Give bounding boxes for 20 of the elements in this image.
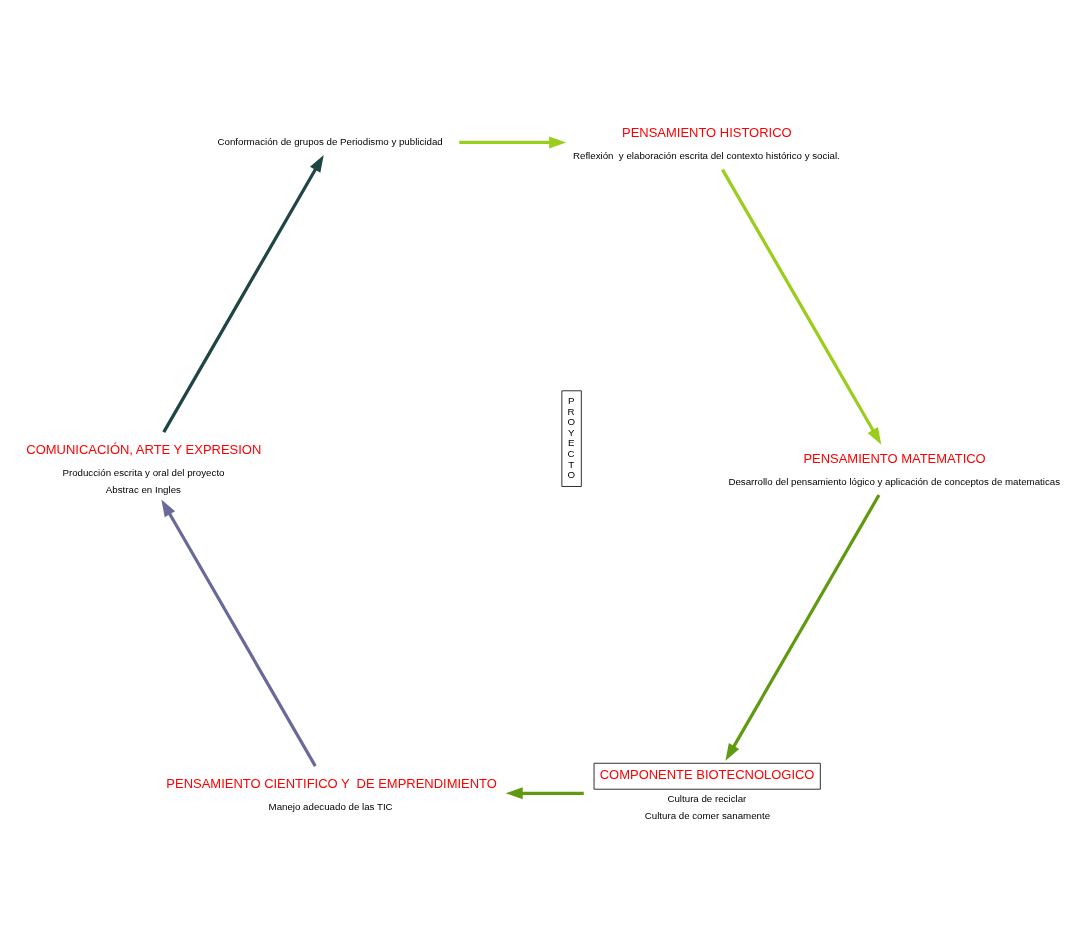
node-text: Conformación de grupos de Periodismo y publicidad [217,136,443,148]
node-text: PENSAMIENTO CIENTIFICO Y DE EMPRENDIMIENTO [166,776,497,792]
node-text: COMUNICACIÓN, ARTE Y EXPRESION [26,441,262,457]
arrow [161,499,317,767]
node-text: PENSAMIENTO MATEMATICO [803,450,986,466]
node-box: COMPONENTE BIOTECNOLOGICO [593,762,821,790]
node-box: PROYECTO [561,390,582,487]
node-label: Abstrac en Ingles [105,483,181,495]
arrow [721,168,882,445]
node-label: Producción escrita y oral del proyecto [62,466,225,478]
node-label: Cultura de comer sanamente [644,809,771,821]
node-label: Reflexión y elaboración escrita del contexto histórico y social. [572,150,840,162]
node-label: Manejo adecuado de las TIC [268,800,393,812]
arrow [725,494,881,761]
arrow [505,787,584,800]
node-label: Cultura de reciclar [667,792,747,804]
arrow [459,136,567,149]
node-label: Desarrollo del pensamiento lógico y aplicación de conceptos de matematicas [728,475,1061,487]
arrow [162,155,324,433]
node-text: PENSAMIENTO HISTORICO [622,125,792,141]
